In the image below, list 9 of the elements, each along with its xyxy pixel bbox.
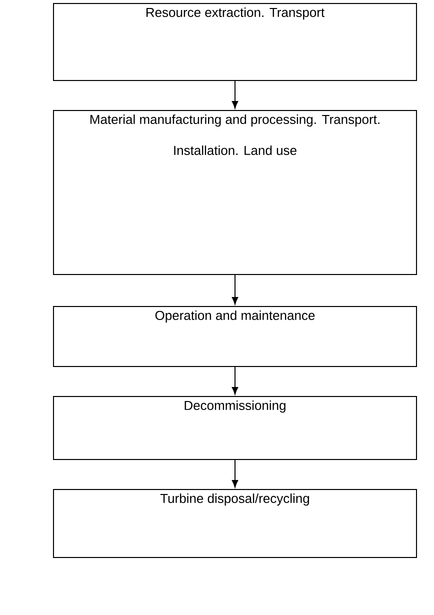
arrow bbox=[232, 460, 238, 488]
process-box: Resource extraction. Transport bbox=[53, 3, 417, 81]
process-box: Turbine disposal/recycling bbox=[53, 489, 417, 558]
process-box: Decommissioning bbox=[53, 396, 417, 460]
arrow bbox=[232, 274, 238, 304]
arrow bbox=[232, 80, 238, 108]
process-box: Operation and maintenance bbox=[53, 306, 417, 367]
process-box: Material manufacturing and processing. Transport. Installation. Land use bbox=[53, 110, 417, 275]
arrow bbox=[232, 366, 238, 394]
